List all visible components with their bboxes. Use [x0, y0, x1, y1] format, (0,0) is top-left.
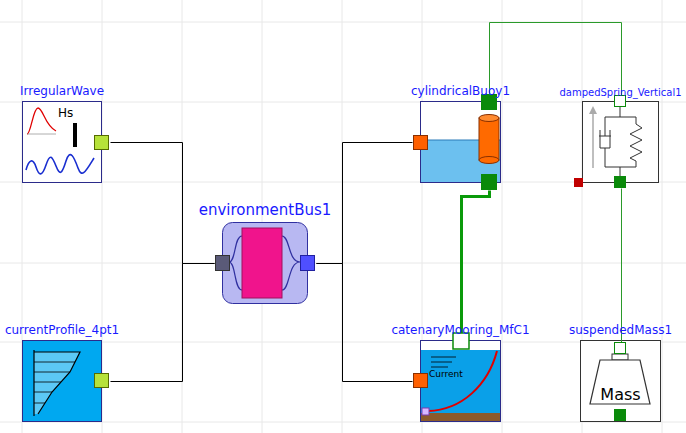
wave-icon	[23, 102, 102, 183]
port-symbols	[95, 94, 627, 421]
block-name: dampedSpring_Vertical1	[559, 87, 681, 98]
buoy-icon	[421, 102, 501, 183]
null-part-part	[431, 362, 452, 363]
current-profile-icon-part	[34, 352, 80, 414]
current-profile-icon-part	[34, 352, 80, 414]
wave-icon-part	[27, 134, 56, 135]
null-part-part	[620, 107, 621, 117]
bus-icon-part	[242, 228, 282, 298]
null-part-part	[34, 403, 45, 404]
wave-source-block: IrregularWaveHs	[22, 101, 102, 183]
port-symbols-part	[95, 374, 109, 388]
current-profile-icon	[23, 341, 102, 422]
current-profile-block: currentProfile_4pt1	[22, 340, 102, 422]
null-part-part	[630, 117, 642, 167]
port-symbols-part	[614, 409, 626, 421]
block-name: environmentBus1	[199, 201, 332, 219]
spring-icon-part	[583, 102, 659, 183]
connection-wire	[462, 191, 490, 334]
wave-icon-part	[23, 102, 102, 183]
null-part	[431, 357, 456, 367]
block-name: currentProfile_4pt1	[5, 323, 119, 337]
mass-icon-part	[590, 360, 650, 404]
null-part-part	[605, 117, 606, 136]
block-name: cylindricalBuoy1	[411, 84, 510, 98]
null-part-part	[605, 117, 636, 118]
mooring-icon-part	[421, 341, 501, 422]
mooring-icon-part	[421, 350, 500, 413]
port-symbols-part	[95, 136, 109, 150]
null-part-part	[34, 392, 52, 393]
null-part	[599, 107, 642, 176]
spring-icon-part	[589, 106, 597, 114]
wave-icon-part	[27, 108, 56, 134]
null-part-part	[431, 357, 456, 358]
null-part-part	[34, 372, 70, 373]
buoy-icon-part	[421, 102, 501, 183]
null-part-part	[605, 148, 606, 167]
port-symbols-part	[414, 374, 428, 388]
spring-icon	[583, 102, 659, 183]
mass-icon-part	[581, 341, 661, 422]
port-symbols-part	[216, 256, 230, 271]
bus-icon-part	[223, 223, 308, 304]
environment-bus-block: environmentBus1	[222, 222, 308, 304]
mooring-icon-part	[428, 351, 497, 411]
icon-label: Mass	[600, 386, 640, 404]
mooring-icon	[421, 341, 501, 422]
connection-wire	[621, 189, 622, 343]
port-symbols-part	[574, 178, 583, 187]
mass-icon-part	[612, 354, 628, 360]
port-symbols-part	[301, 256, 315, 271]
mass-icon	[581, 341, 661, 422]
null-part	[34, 362, 75, 403]
grid-part	[662, 0, 663, 433]
block-name: IrregularWave	[20, 84, 104, 98]
buoy-icon-part	[479, 115, 499, 122]
icon-label: Current	[429, 370, 463, 380]
current-profile-icon-part	[33, 350, 34, 416]
null-part-part	[600, 130, 610, 148]
null-part-part	[34, 362, 75, 363]
null-part-part	[34, 382, 61, 383]
current-profile-icon-part	[23, 341, 102, 422]
mass-block: suspendedMass1Mass	[580, 340, 661, 422]
bus-icon	[223, 223, 308, 304]
block-name: catenaryMooring_MfC1	[391, 323, 529, 337]
port-symbols-part	[615, 343, 626, 354]
null-part-part	[599, 136, 611, 137]
spring-damper-block: dampedSpring_Vertical1	[582, 101, 659, 183]
port-symbols-part	[481, 174, 497, 190]
port-symbols-part	[614, 176, 626, 188]
connection-wire	[317, 264, 413, 382]
null-part-part	[620, 167, 621, 176]
mooring-icon-part	[422, 408, 429, 415]
null-part-part	[431, 367, 448, 368]
spring-icon-part	[592, 112, 594, 168]
port-symbols-part	[414, 136, 428, 150]
buoy-block: cylindricalBuoy1	[420, 101, 501, 183]
mooring-icon-part	[421, 413, 500, 421]
grid-part	[502, 0, 503, 433]
mooring-block: catenaryMooring_MfC1Current	[420, 340, 501, 422]
icon-label: Hs	[58, 107, 73, 120]
wave-icon-part	[26, 155, 94, 174]
block-name: suspendedMass1	[569, 323, 672, 337]
buoy-icon-part	[479, 157, 499, 164]
buoy-icon-part	[479, 118, 499, 160]
connection-wire	[111, 264, 215, 382]
wave-icon-part	[73, 123, 77, 147]
